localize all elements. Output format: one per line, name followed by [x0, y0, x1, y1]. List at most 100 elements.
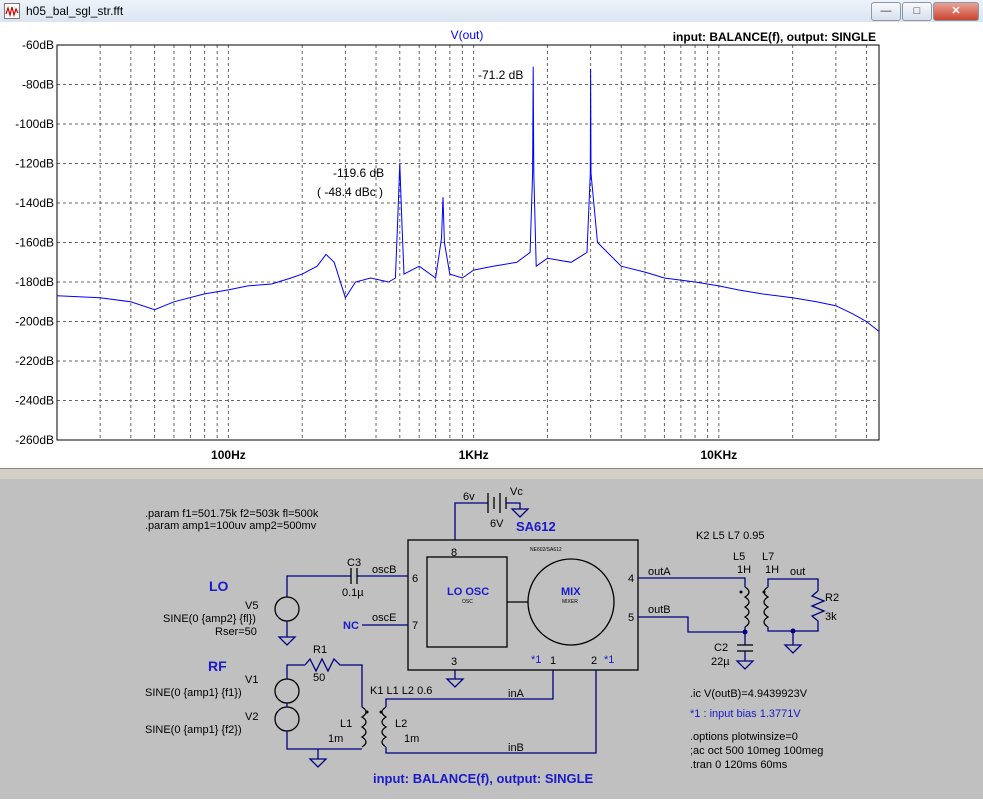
ic-directive[interactable]: .ic V(outB)=4.9439923V	[690, 688, 808, 700]
schematic-wires	[274, 493, 826, 768]
mix-sub: MIXER	[562, 599, 578, 605]
x-tick-label: 1KHz	[459, 448, 489, 462]
pin-2: 2	[591, 655, 597, 667]
l1-name[interactable]: L1	[340, 718, 352, 730]
plot-note: input: BALANCE(f), output: SINGLE	[673, 30, 876, 44]
net-inb[interactable]: inB	[508, 742, 524, 754]
y-tick-label: -120dB	[15, 157, 54, 171]
net-out[interactable]: out	[790, 566, 805, 578]
param-line-1[interactable]: .param f1=501.75k f2=503k fl=500k	[145, 508, 319, 520]
minimize-button[interactable]: —	[871, 2, 901, 21]
l5-value[interactable]: 1H	[737, 564, 751, 576]
c2-value[interactable]: 22µ	[711, 656, 730, 668]
bias-note[interactable]: *1 : input bias 1.3771V	[690, 708, 801, 720]
y-tick-label: -60dB	[22, 38, 54, 52]
pin2-bias-mark: *1	[604, 654, 614, 666]
maximize-icon: □	[913, 5, 921, 17]
window-title: h05_bal_sgl_str.fft	[26, 4, 124, 18]
bottom-note[interactable]: input: BALANCE(f), output: SINGLE	[373, 771, 594, 786]
window-controls: — □ ✕	[870, 2, 979, 21]
net-outb[interactable]: outB	[648, 604, 671, 616]
supply-net-label[interactable]: 6v	[463, 491, 475, 503]
schematic-pane[interactable]: .param f1=501.75k f2=503k fl=500k .param…	[0, 479, 983, 799]
lo-osc-label: LO OSC	[447, 586, 489, 598]
l2-value[interactable]: 1m	[404, 733, 419, 745]
close-icon: ✕	[951, 5, 961, 17]
v2-value[interactable]: SINE(0 {amp1} {f2})	[145, 724, 242, 736]
y-tick-label: -100dB	[15, 117, 54, 131]
nc-label[interactable]: NC	[343, 620, 359, 632]
pin-6: 6	[412, 573, 418, 585]
v5-value[interactable]: SINE(0 {amp2} {fl})	[163, 613, 256, 625]
net-osce[interactable]: oscE	[372, 612, 396, 624]
v5-rser[interactable]: Rser=50	[215, 626, 257, 638]
y-tick-label: -140dB	[15, 196, 54, 210]
peak-annotation: -71.2 dB	[478, 68, 523, 82]
options-directive[interactable]: .options plotwinsize=0	[690, 731, 798, 743]
pin-5: 5	[628, 612, 634, 624]
plot-frame	[56, 44, 880, 441]
ic-name[interactable]: SA612	[516, 519, 556, 534]
k1-directive[interactable]: K1 L1 L2 0.6	[370, 685, 432, 697]
schematic-canvas[interactable]: .param f1=501.75k f2=503k fl=500k .param…	[0, 479, 983, 799]
r2-value[interactable]: 3k	[825, 611, 837, 623]
waveform-plot-pane[interactable]: -60dB -80dB -100dB -120dB -140dB -160dB -180dB…	[0, 22, 983, 468]
net-oscb[interactable]: oscB	[372, 564, 396, 576]
pin-1: 1	[550, 655, 556, 667]
x-axis-ticks: 100Hz 1KHz 10KHz	[211, 448, 737, 462]
title-bar: h05_bal_sgl_str.fft — □ ✕	[0, 0, 983, 23]
c3-value[interactable]: 0.1µ	[342, 587, 364, 599]
v2-name[interactable]: V2	[245, 711, 258, 723]
pin-7: 7	[412, 620, 418, 632]
y-tick-label: -180dB	[15, 275, 54, 289]
spur-annotation-db: -119.6 dB	[333, 166, 384, 180]
v1-name[interactable]: V1	[245, 674, 258, 686]
x-tick-label: 100Hz	[211, 448, 246, 462]
l5-name[interactable]: L5	[733, 551, 745, 563]
lo-osc-sub: OSC	[462, 599, 473, 605]
close-button[interactable]: ✕	[933, 2, 979, 21]
net-ina[interactable]: inA	[508, 688, 525, 700]
y-tick-label: -200dB	[15, 315, 54, 329]
pin-4: 4	[628, 573, 634, 585]
schematic-labels: .param f1=501.75k f2=503k fl=500k .param…	[145, 486, 839, 786]
l7-value[interactable]: 1H	[765, 564, 779, 576]
l2-name[interactable]: L2	[395, 718, 407, 730]
maximize-button[interactable]: □	[902, 2, 932, 21]
waveform-app-icon	[4, 3, 20, 19]
r1-name[interactable]: R1	[313, 644, 327, 656]
c2-name[interactable]: C2	[714, 642, 728, 654]
mix-label: MIX	[561, 586, 581, 598]
y-tick-label: -80dB	[22, 78, 54, 92]
y-tick-label: -220dB	[15, 354, 54, 368]
net-outa[interactable]: outA	[648, 566, 671, 578]
y-axis-ticks: -60dB -80dB -100dB -120dB -140dB -160dB -180dB…	[15, 38, 54, 447]
k2-directive[interactable]: K2 L5 L7 0.95	[696, 530, 765, 542]
trace-name-label[interactable]: V(out)	[451, 28, 484, 42]
vc-value[interactable]: 6V	[490, 518, 504, 530]
ac-directive-commented[interactable]: ;ac oct 500 10meg 100meg	[690, 745, 823, 757]
r2-name[interactable]: R2	[825, 592, 839, 604]
y-tick-label: -160dB	[15, 236, 54, 250]
minimize-icon: —	[880, 5, 892, 17]
v1-value[interactable]: SINE(0 {amp1} {f1})	[145, 687, 242, 699]
y-tick-label: -260dB	[15, 433, 54, 447]
spur-annotation-dbc: ( -48.4 dBc )	[317, 185, 383, 199]
plot-grid	[57, 45, 879, 440]
l7-name[interactable]: L7	[762, 551, 774, 563]
rf-label[interactable]: RF	[208, 658, 227, 674]
pin1-bias-mark: *1	[531, 654, 541, 666]
l1-value[interactable]: 1m	[328, 733, 343, 745]
trace-v-out[interactable]	[56, 66, 880, 332]
vc-name[interactable]: Vc	[510, 486, 523, 498]
lo-label[interactable]: LO	[209, 578, 229, 594]
c3-name[interactable]: C3	[347, 557, 361, 569]
param-line-2[interactable]: .param amp1=100uv amp2=500mv	[145, 520, 317, 532]
r1-value[interactable]: 50	[313, 672, 325, 684]
tran-directive[interactable]: .tran 0 120ms 60ms	[690, 759, 788, 771]
v5-name[interactable]: V5	[245, 600, 258, 612]
x-tick-label: 10KHz	[700, 448, 737, 462]
y-tick-label: -240dB	[15, 394, 54, 408]
pin-3: 3	[451, 656, 457, 668]
fft-plot[interactable]: -60dB -80dB -100dB -120dB -140dB -160dB -180dB…	[0, 22, 983, 468]
